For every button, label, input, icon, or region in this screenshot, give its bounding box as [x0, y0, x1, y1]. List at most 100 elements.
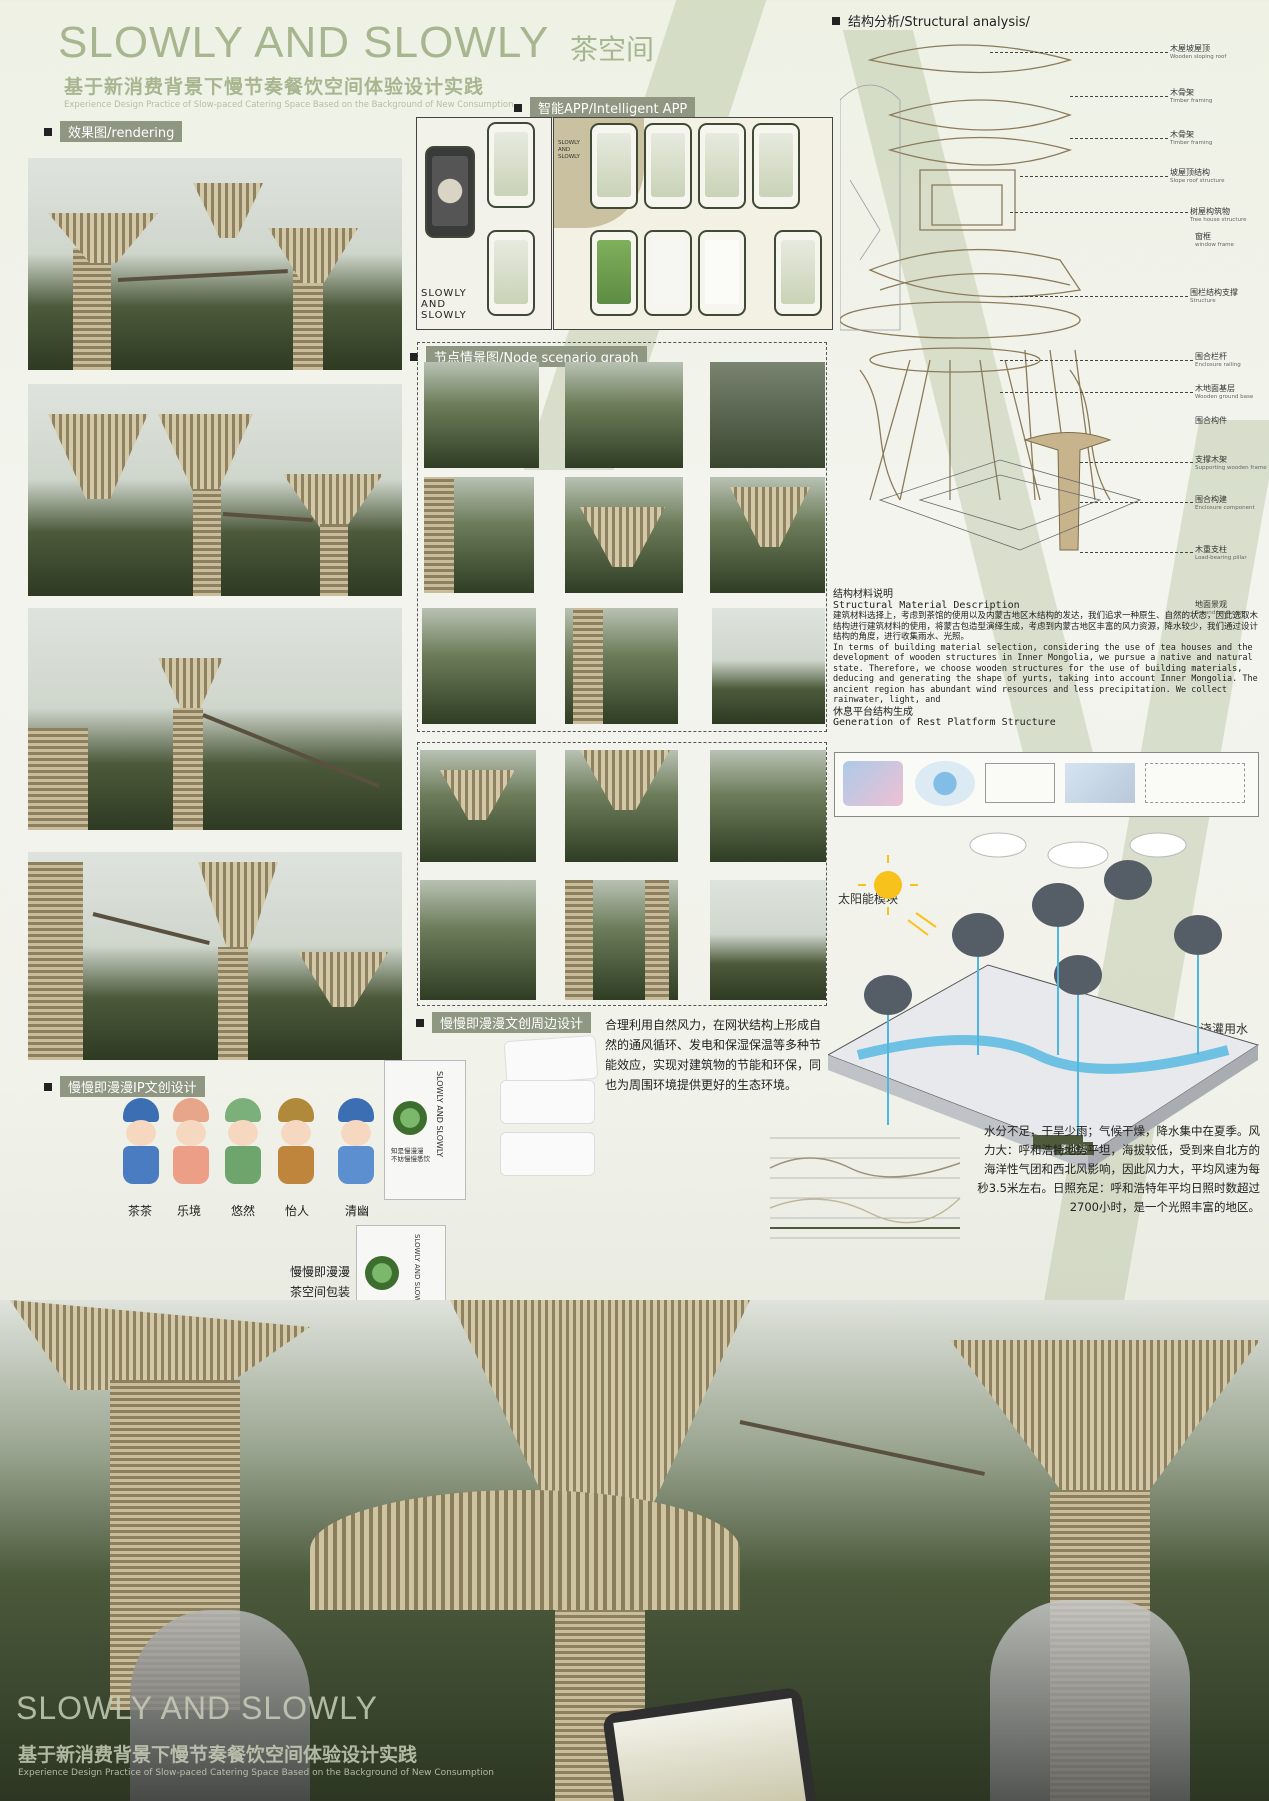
- rendering-image: [28, 608, 402, 830]
- packaging-label: 慢慢即漫漫茶空间包装: [290, 1265, 351, 1299]
- node-image: [424, 477, 534, 593]
- node-image: [565, 362, 683, 468]
- leader-line: [1070, 138, 1168, 139]
- pool-label: 蓄水池: [1054, 1142, 1094, 1155]
- section-peripheral: 慢慢即漫漫文创周边设计: [416, 1012, 592, 1033]
- leader-line: [1070, 96, 1168, 97]
- leader-line: [1080, 502, 1193, 503]
- node-image: [710, 362, 825, 468]
- bullet-icon: [514, 103, 522, 112]
- node-image: [710, 880, 826, 1000]
- phone-mockup: [644, 230, 692, 316]
- rendering-image: [28, 852, 402, 1060]
- phone-mockup: [644, 123, 692, 209]
- mask-product: [503, 1034, 599, 1086]
- phone-mockup: [752, 123, 800, 209]
- phone-mockup: [698, 230, 746, 316]
- page-title-cn: 茶空间: [570, 33, 655, 66]
- phone-mockup: [590, 123, 638, 209]
- leader-line: [1080, 552, 1193, 553]
- ip-character: [334, 1098, 378, 1184]
- ip-character-name: 乐境: [177, 1204, 202, 1218]
- structure-exploded-diagram: [840, 44, 1142, 551]
- node-image: [565, 608, 678, 724]
- phone-mockup: [590, 230, 638, 316]
- ip-character-name: 悠然: [231, 1204, 256, 1218]
- phone-mockup: [698, 123, 746, 209]
- bullet-icon: [416, 1018, 424, 1027]
- node-grid-frame-2: [417, 742, 827, 1006]
- node-image: [420, 880, 536, 1000]
- leader-line: [1010, 212, 1188, 213]
- section-app: 智能APP/Intelligent APP: [514, 97, 696, 118]
- ip-character: [274, 1098, 318, 1184]
- node-image: [565, 477, 683, 593]
- leader-line: [1000, 392, 1193, 393]
- section-rendering: 效果图/rendering: [44, 121, 183, 142]
- leader-line: [1080, 462, 1193, 463]
- footer-subtitle: 基于新消费背景下慢节奏餐饮空间体验设计实践: [18, 1744, 418, 1766]
- section-structure: 结构分析/Structural analysis/: [832, 11, 1030, 30]
- bullet-icon: [44, 1082, 52, 1091]
- bullet-icon: [410, 352, 418, 361]
- node-grid-frame: [417, 342, 827, 732]
- phone-mockup: [774, 230, 822, 316]
- app-cover-title: SLOWLY AND SLOWLY: [421, 288, 467, 321]
- node-image: [712, 608, 825, 724]
- climate-text: 水分不足，干旱少雨；气候干燥，降水集中在夏季。风力大：呼和浩特地势平坦，海拔较低…: [977, 1124, 1260, 1214]
- eco-diagram: [828, 832, 1260, 1170]
- app-cover-panel: SLOWLY AND SLOWLY: [416, 117, 552, 330]
- ip-character: [119, 1098, 163, 1184]
- node-image: [424, 362, 539, 468]
- section-ip: 慢慢即漫漫IP文创设计: [44, 1076, 205, 1097]
- generation-strip: [834, 752, 1259, 817]
- hero-rendering: [0, 1300, 1269, 1801]
- rendering-image: [28, 384, 402, 596]
- node-image: [422, 608, 536, 724]
- footer-title: SLOWLY AND SLOWLY: [16, 1690, 378, 1726]
- bullet-icon: [832, 16, 840, 25]
- leader-line: [1000, 360, 1193, 361]
- leader-line: [1010, 296, 1188, 297]
- ip-character: [169, 1098, 213, 1184]
- phone-mockup: [487, 122, 535, 208]
- ip-character: [221, 1098, 265, 1184]
- bullet-icon: [44, 127, 52, 136]
- node-image: [710, 477, 825, 593]
- phone-mockup: [425, 146, 475, 238]
- app-screens-panel: SLOWLY AND SLOWLY: [553, 117, 833, 330]
- mask-product: [500, 1132, 595, 1176]
- page-subtitle: 基于新消费背景下慢节奏餐饮空间体验设计实践: [64, 76, 485, 98]
- leader-line: [1020, 176, 1168, 177]
- wind-text: 合理利用自然风力，在网状结构上形成自然的通风循环、发电和保湿保温等多种节能效应，…: [605, 1018, 822, 1092]
- node-image: [565, 880, 678, 1000]
- node-image: [565, 750, 678, 862]
- page-subtitle-en: Experience Design Practice of Slow-paced…: [64, 100, 514, 110]
- material-description: 结构材料说明 Structural Material Description 建…: [833, 589, 1259, 728]
- page-title: SLOWLY AND SLOWLY: [58, 18, 550, 67]
- node-image: [710, 750, 826, 862]
- mask-product: [500, 1080, 595, 1124]
- shopping-bag: SLOWLY AND SLOWLY 知是慢漫漫 不妨慢慢悉饮: [384, 1060, 466, 1200]
- rendering-image: [28, 158, 402, 370]
- node-image: [420, 750, 536, 862]
- leader-line: [990, 52, 1168, 53]
- app-mini-title: SLOWLY AND SLOWLY: [558, 140, 580, 160]
- ip-character-name: 茶茶: [128, 1204, 153, 1218]
- structure-label: 围合构件: [1195, 416, 1227, 425]
- climate-chart: [769, 1137, 961, 1239]
- ip-character-name: 清幽: [345, 1204, 370, 1218]
